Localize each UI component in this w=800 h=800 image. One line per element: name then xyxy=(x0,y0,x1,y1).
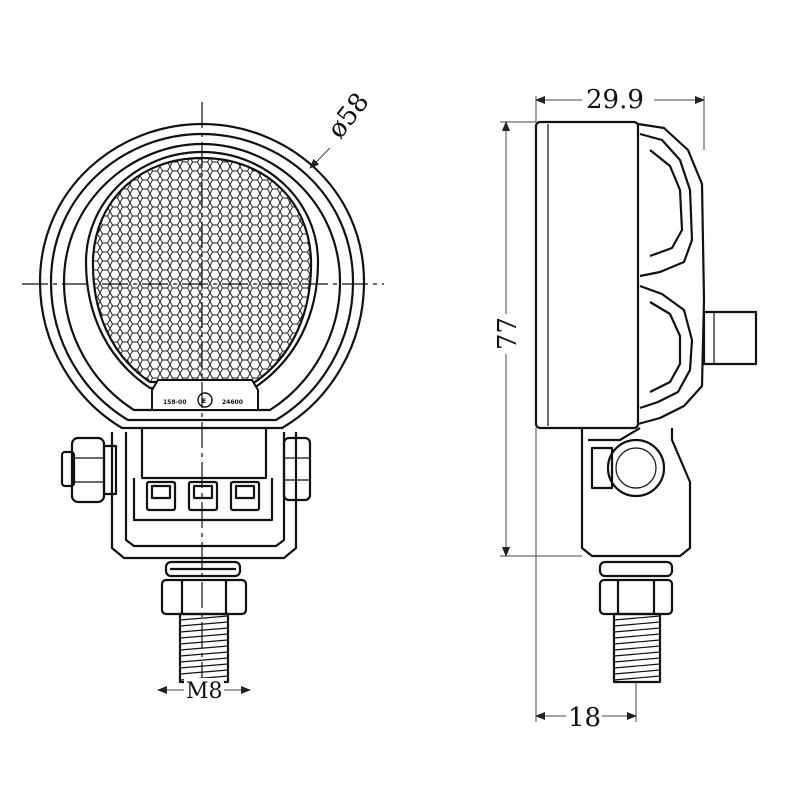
connector-pins xyxy=(145,480,261,512)
threaded-stud xyxy=(178,612,230,684)
side-spring-washer xyxy=(598,560,674,578)
housing-middle-ring xyxy=(49,132,355,422)
diameter-label: ø58 xyxy=(322,87,376,144)
mount-label: 18 xyxy=(568,703,601,733)
side-pivot-bolt xyxy=(606,438,666,498)
mount-bracket-inner xyxy=(124,432,286,548)
side-lens-face xyxy=(534,120,640,430)
side-view: 29.9 77 18 xyxy=(492,84,758,733)
emark-symbol: E xyxy=(202,398,206,405)
housing-neck-lower xyxy=(132,478,274,522)
side-bracket xyxy=(580,428,692,558)
depth-label: 29.9 xyxy=(586,85,644,115)
diameter-leader xyxy=(309,147,331,169)
side-hex-nut xyxy=(598,578,674,616)
side-threaded-stud xyxy=(612,612,662,684)
left-pivot-bolt xyxy=(60,436,118,504)
housing-neck xyxy=(140,428,268,480)
front-view: 158-00 E 24600 xyxy=(22,87,384,704)
side-rear-housing xyxy=(637,122,706,426)
right-pivot-bolt xyxy=(282,436,312,502)
side-rear-connector xyxy=(702,310,758,366)
thread-label: M8 xyxy=(186,679,223,704)
lens-code-right: 24600 xyxy=(222,399,243,406)
spring-washer xyxy=(164,560,242,578)
mount-bracket xyxy=(110,432,298,560)
hex-nut xyxy=(160,578,248,616)
lens-code-left: 158-00 xyxy=(163,399,186,406)
height-label: 77 xyxy=(493,317,523,350)
